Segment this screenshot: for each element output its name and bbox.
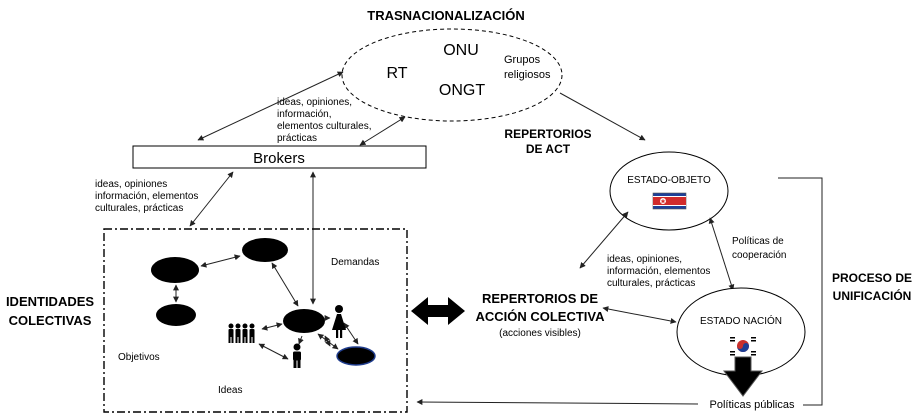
down-arrow-icon <box>722 356 764 397</box>
estado-objeto-label: ESTADO-OBJETO <box>627 175 711 186</box>
arrow-woman-person <box>324 335 331 347</box>
arrow-ellipse-to-estado-objeto <box>559 92 646 141</box>
arrow-group-center <box>261 322 283 331</box>
brokers-box <box>132 145 427 169</box>
proceso-bracket <box>778 177 823 406</box>
flow-left-line-1: ideas, opiniones <box>95 179 167 190</box>
flow-left-line-2: información, elementos <box>95 191 198 202</box>
flow-top-line-3: elementos culturales, <box>277 121 372 132</box>
brokers-label: Brokers <box>253 150 305 167</box>
collective-box <box>103 228 408 413</box>
politicas-publicas-label: Políticas públicas <box>710 399 795 411</box>
arrow-estado-objeto-to-estado-nacion <box>708 217 735 291</box>
arrow-a-b <box>200 254 241 268</box>
arrow-brokers-to-node-a <box>189 171 234 227</box>
node-blue <box>336 346 376 366</box>
north-korea-flag-icon <box>652 192 687 210</box>
proceso-line-1: PROCESO DE <box>832 271 912 285</box>
rt-label: RT <box>386 65 407 82</box>
node-a <box>151 257 199 283</box>
node-c <box>156 304 196 326</box>
man-icon <box>293 343 301 368</box>
objetivos-label: Objetivos <box>118 352 160 363</box>
repertorios-act-line-1: REPERTORIOS <box>504 127 591 141</box>
arrow-center-to-estado-nacion <box>602 306 677 324</box>
estado-objeto-ellipse <box>609 151 729 231</box>
arrow-ellipse-to-brokers-mid <box>359 116 406 146</box>
flow-left-line-3: culturales, prácticas <box>95 203 183 214</box>
flow-right-line-2: información, elementos <box>607 266 710 277</box>
estado-nacion-label: ESTADO NACIÓN <box>700 314 782 327</box>
acciones-visibles-label: (acciones visibles) <box>499 328 581 339</box>
arrow-ellipse-to-brokers-left <box>197 71 344 141</box>
south-korea-flag-icon <box>730 337 756 356</box>
groups-label-2: religiosos <box>504 69 551 81</box>
onu-label: ONU <box>443 42 479 59</box>
ideas-label: Ideas <box>218 385 242 396</box>
arrow-woman-blue <box>343 322 359 345</box>
proceso-line-2: UNIFICACIÓN <box>833 288 912 303</box>
arrow-center-man <box>298 335 304 345</box>
identidades-line-2: COLECTIVAS <box>9 313 92 328</box>
repertorios-accion-line-2: ACCIÓN COLECTIVA <box>475 309 605 324</box>
flow-top-line-2: información, <box>277 109 331 120</box>
node-center <box>283 309 325 333</box>
diagram-title: TRASNACIONALIZACIÓN <box>367 8 524 23</box>
woman-icon <box>332 305 346 338</box>
people-group-icon <box>228 323 255 343</box>
arrow-group-person <box>258 343 289 360</box>
node-b <box>242 238 288 262</box>
repertorios-act-line-2: DE ACT <box>526 142 571 156</box>
flow-right-line-3: culturales, prácticas <box>607 278 695 289</box>
big-double-arrow <box>411 297 465 325</box>
flow-right-line-1: ideas, opiniones, <box>607 254 682 265</box>
arrow-estado-objeto-to-center <box>579 211 629 269</box>
politicas-cooperacion-line-1: Políticas de <box>732 236 784 247</box>
ongt-label: ONGT <box>439 82 485 99</box>
flow-top-line-1: ideas, opiniones, <box>277 97 352 108</box>
arrow-b-center <box>271 262 299 307</box>
demandas-label: Demandas <box>331 257 379 268</box>
groups-label-1: Grupos <box>504 54 541 66</box>
flow-top-line-4: prácticas <box>277 133 317 144</box>
arrow-politicas-to-identidades <box>416 399 699 406</box>
repertorios-accion-line-1: REPERTORIOS DE <box>482 291 598 306</box>
politicas-cooperacion-line-2: cooperación <box>732 250 786 261</box>
identidades-line-1: IDENTIDADES <box>6 294 94 309</box>
